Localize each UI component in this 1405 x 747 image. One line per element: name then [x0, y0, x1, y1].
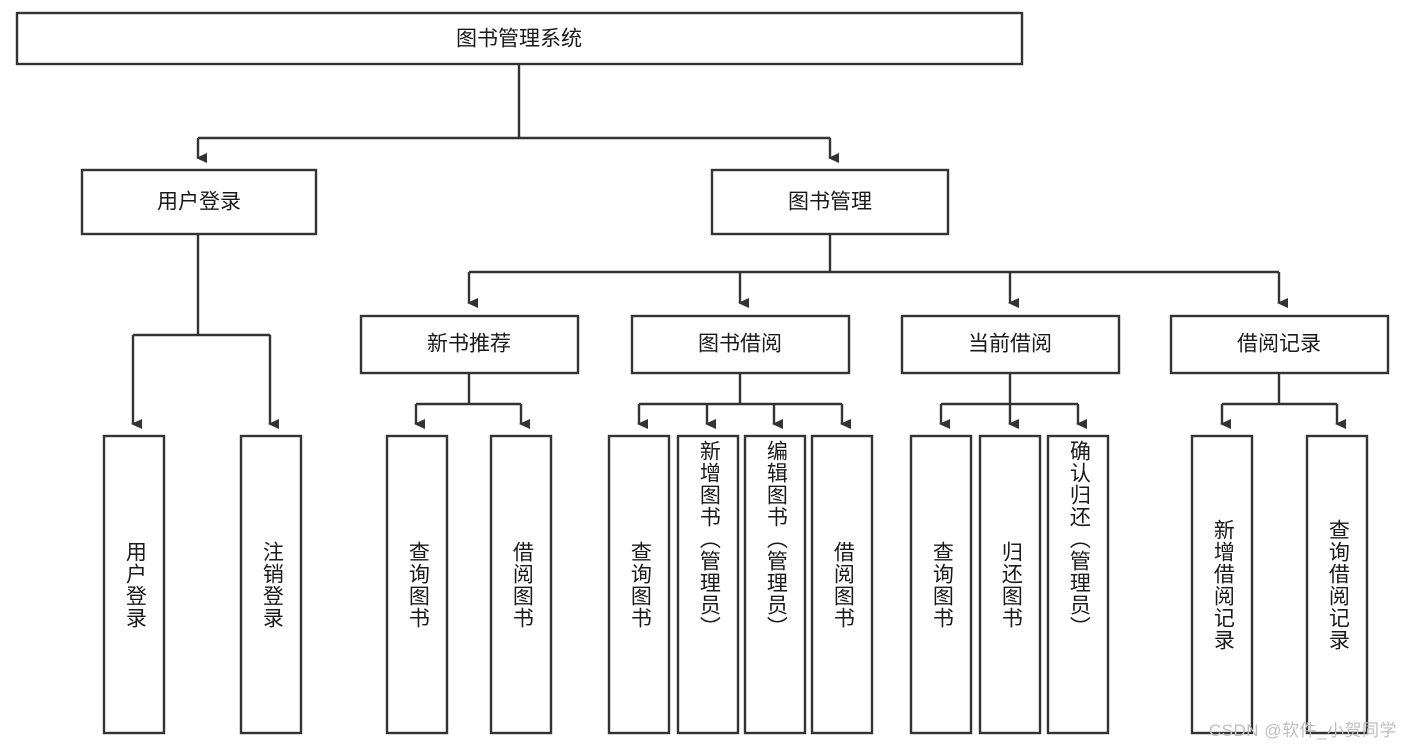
leaf-boxes-current-borrow: [909, 434, 1110, 735]
node-book-borrow[interactable]: 图书借阅: [630, 314, 851, 375]
leaf-boxes-borrow-record: [1190, 434, 1369, 735]
leaf-boxes-new-book: [385, 434, 553, 735]
node-book-borrow-label: 图书借阅: [698, 333, 782, 356]
node-new-book-label: 新书推荐: [427, 333, 511, 356]
edges-new-book-to-leaves: [414, 373, 530, 429]
node-borrow-record-label: 借阅记录: [1237, 333, 1321, 356]
leaf-box-borrow-record-1[interactable]: [1305, 434, 1369, 735]
node-current-borrow-box[interactable]: [900, 314, 1121, 375]
node-book-manage[interactable]: 图书管理: [710, 168, 950, 236]
leaf-box-current-borrow-0[interactable]: [909, 434, 973, 735]
node-user-login-box[interactable]: [80, 168, 318, 236]
edges-book-borrow-to-leaves: [637, 373, 851, 429]
edges-current-borrow-to-leaves: [939, 373, 1087, 429]
node-new-book[interactable]: 新书推荐: [359, 314, 580, 375]
edges-borrow-record-to-leaves: [1220, 373, 1346, 429]
edges-root-to-level2: [196, 64, 839, 163]
node-current-borrow[interactable]: 当前借阅: [900, 314, 1121, 375]
leaf-box-user-login-0[interactable]: [102, 434, 166, 735]
leaf-box-new-book-1[interactable]: [489, 434, 553, 735]
node-book-manage-box[interactable]: [710, 168, 950, 236]
edges-user-login-to-leaves: [131, 234, 279, 429]
node-book-borrow-box[interactable]: [630, 314, 851, 375]
node-book-manage-label: 图书管理: [788, 191, 872, 214]
node-user-login[interactable]: 用户登录: [80, 168, 318, 236]
leaf-boxes-user-login: [102, 434, 303, 735]
node-borrow-record[interactable]: 借阅记录: [1169, 314, 1390, 375]
leaf-boxes-book-borrow: [607, 434, 874, 735]
leaf-box-new-book-0[interactable]: [385, 434, 449, 735]
node-user-login-label: 用户登录: [157, 191, 241, 214]
node-new-book-box[interactable]: [359, 314, 580, 375]
leaf-box-book-borrow-2[interactable]: [743, 434, 807, 735]
leaf-box-current-borrow-1[interactable]: [978, 434, 1042, 735]
node-root[interactable]: 图书管理系统: [15, 11, 1024, 66]
node-root-label: 图书管理系统: [456, 28, 582, 51]
node-current-borrow-label: 当前借阅: [968, 333, 1052, 356]
csdn-watermark: CSDN @软件_小贺同学: [1208, 721, 1397, 740]
leaf-box-user-login-1[interactable]: [239, 434, 303, 735]
leaf-box-current-borrow-2[interactable]: [1046, 434, 1110, 735]
leaf-box-borrow-record-0[interactable]: [1190, 434, 1254, 735]
node-root-box[interactable]: [15, 11, 1024, 66]
edges-book-manage-to-level3: [467, 234, 1288, 308]
leaf-box-book-borrow-1[interactable]: [676, 434, 740, 735]
leaf-box-book-borrow-3[interactable]: [810, 434, 874, 735]
leaf-box-book-borrow-0[interactable]: [607, 434, 671, 735]
node-borrow-record-box[interactable]: [1169, 314, 1390, 375]
